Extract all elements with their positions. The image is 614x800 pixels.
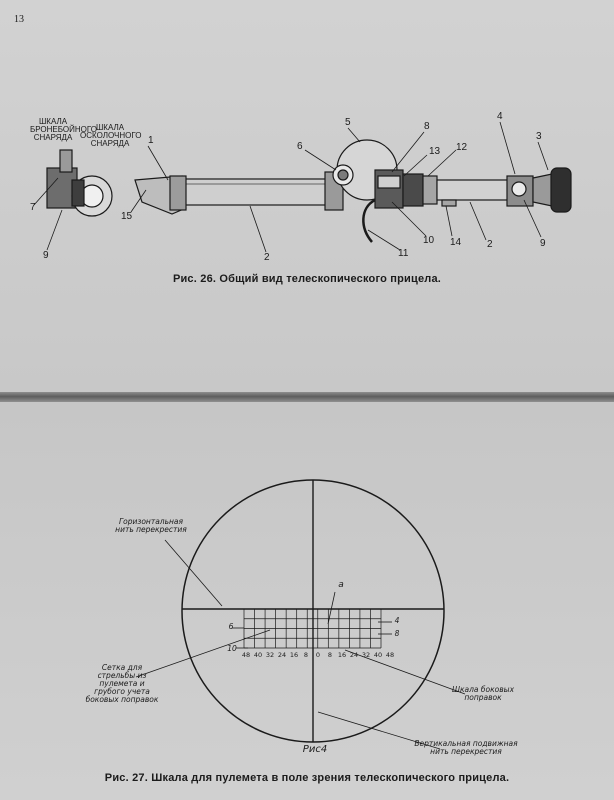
grid-label-line-1: Сетка для [101, 663, 143, 672]
page-fold [0, 392, 614, 402]
armor-scale-line-3: СНАРЯДА [33, 133, 73, 142]
callout-9a: 9 [43, 250, 49, 261]
scale-tick-label: 40 [373, 651, 383, 659]
armor-scale-label: ШКАЛА БРОНЕБОЙНОГО СНАРЯДА [30, 117, 97, 142]
vertical-hair-line-1: Вертикальная подвижная [414, 739, 518, 748]
marker-a-label: а [338, 580, 344, 590]
figure-26-caption: Рис. 26. Общий вид телескопического приц… [172, 273, 442, 285]
callout-11: 11 [398, 248, 409, 259]
scale-tick-label: 48 [385, 651, 395, 659]
scale-tick-label: 24 [277, 651, 287, 659]
lateral-scale-label: Шкала боковых поправок [428, 686, 538, 702]
frag-scale-label: ШКАЛА ОСКОЛОЧНОГО СНАРЯДА [80, 123, 142, 148]
frag-scale-line-1: ШКАЛА [95, 123, 125, 132]
frag-scale-line-2: ОСКОЛОЧНОГО [80, 131, 142, 140]
armor-scale-line-1: ШКАЛА [38, 117, 68, 126]
scale-tick-label: 16 [337, 651, 347, 659]
sight-scale-housing [59, 149, 73, 173]
page-number: 13 [14, 14, 24, 25]
callout-4: 4 [497, 111, 503, 122]
horizontal-hair-line-2: нить перекрестия [115, 525, 187, 534]
scale-tick-label: 16 [289, 651, 299, 659]
callout-13: 13 [429, 146, 441, 157]
grid-label-line-5: боковых поправок [85, 695, 159, 704]
grid-label: Сетка для стрельбы из пулемета и грубого… [82, 664, 162, 704]
vertical-hair-line-2: нить перекрестия [430, 747, 502, 756]
lateral-scale-line-1: Шкала боковых [451, 685, 515, 694]
grid-label-line-4: грубого учета [94, 687, 150, 696]
sight-knob [71, 179, 85, 207]
figure-27-caption: Рис. 27. Шкала для пулемета в поле зрени… [104, 772, 510, 784]
bottom-page [0, 400, 614, 800]
grid-label-line-2: стрельбы из [97, 671, 147, 680]
callout-8: 8 [424, 121, 430, 132]
horizontal-hair-label: Горизонтальная нить перекрестия [96, 518, 206, 534]
callout-7: 7 [30, 202, 36, 213]
scale-tick-label: 0 [315, 651, 321, 659]
lateral-scale-line-2: поправок [464, 693, 502, 702]
ring-13 [402, 173, 424, 207]
frag-scale-line-3: СНАРЯДА [90, 139, 130, 148]
left-mark-10: 10 [227, 644, 237, 653]
right-mark-4: 4 [394, 616, 400, 625]
scale-tick-label: 40 [253, 651, 263, 659]
armor-scale-line-2: БРОНЕБОЙНОГО [30, 125, 97, 134]
callout-12: 12 [456, 142, 468, 153]
callout-9b: 9 [540, 238, 546, 249]
scale-tick-label: 32 [361, 651, 371, 659]
figure-hand-label: Рис4 [302, 744, 328, 755]
cable-11 [362, 198, 376, 243]
callout-10: 10 [423, 235, 435, 246]
ring-12 [422, 175, 438, 205]
scale-tick-label: 32 [265, 651, 275, 659]
right-mark-8: 8 [394, 629, 400, 638]
callout-15: 15 [121, 211, 133, 222]
callout-14: 14 [450, 237, 462, 248]
callout-2b: 2 [487, 239, 493, 250]
callout-1: 1 [148, 135, 154, 146]
tube-collar-left [169, 175, 187, 211]
callout-2a: 2 [264, 252, 270, 263]
scale-tick-label: 8 [303, 651, 309, 659]
scale-tick-label: 48 [241, 651, 251, 659]
rear-tube [436, 179, 510, 201]
horizontal-hair-line-1: Горизонтальная [118, 517, 184, 526]
main-tube [184, 178, 328, 206]
left-mark-6: 6 [228, 622, 234, 631]
grid-label-line-3: пулемета и [99, 679, 145, 688]
scale-tick-label: 24 [349, 651, 359, 659]
eye-cup [550, 167, 572, 213]
firing-grid [243, 608, 382, 649]
scale-tick-label: 8 [327, 651, 333, 659]
callout-6: 6 [297, 141, 303, 152]
callout-5: 5 [345, 117, 351, 128]
eyepiece-cone [532, 173, 553, 207]
vertical-hair-label: Вертикальная подвижная нить перекрестия [396, 740, 536, 756]
callout-3: 3 [536, 131, 542, 142]
